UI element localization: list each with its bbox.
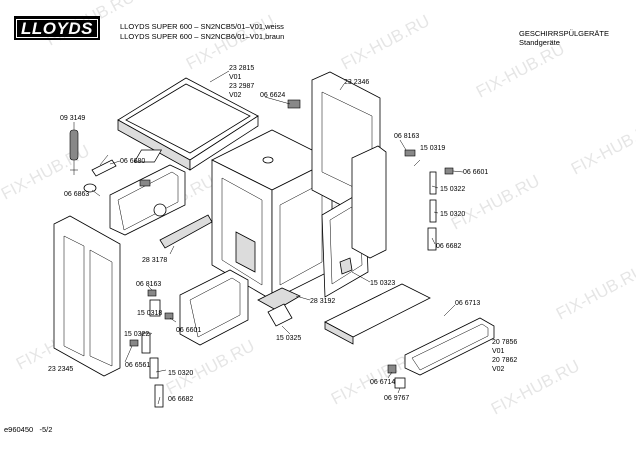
part-number-label: 15 0322 [440,186,465,193]
category-line-1: GESCHIRRSPÜLGERÄTE [519,29,610,38]
variant-label: V01 [492,348,505,355]
watermark: FIX-HUB.RU [473,39,568,101]
part-number-label: 09 3149 [60,115,85,122]
part-number-label: 06 6561 [125,362,150,369]
logo-text: LLOYDS [16,18,98,38]
watermark: FIX-HUB.RU [43,0,138,50]
leader-lines [73,70,464,405]
insulation-strip-part [159,214,213,249]
part-number-label: 15 0325 [276,335,301,342]
base-bracket-left-part [179,269,301,346]
part-number-label: 06 6680 [120,158,145,165]
part-number-label: 06 6863 [64,191,89,198]
watermark: FIX-HUB.RU [568,116,636,178]
part-number-label: 20 7856 [492,339,517,346]
part-number-label: 15 0319 [420,145,445,152]
part-number-label: 28 3192 [310,298,335,305]
side-rail-part [339,145,387,275]
variant-label: V02 [492,366,505,373]
watermark: FIX-HUB.RU [553,261,636,323]
part-number-label: 06 6713 [455,300,480,307]
lloyds-logo: LLOYDS [14,16,100,40]
fittings [129,149,454,408]
model-line-1: LLOYDS SUPER 600 – SN2NCB5/01–V01,weiss [120,22,284,31]
kick-plate-part [404,317,495,376]
part-number-label: 20 7862 [492,357,517,364]
part-number-label: 28 3178 [142,257,167,264]
watermark: FIX-HUB.RU [448,171,543,233]
part-number-label: 15 0322 [124,331,149,338]
worktop-part [117,77,259,171]
part-number-label: 06 6714 [370,379,395,386]
watermark: FIX-HUB.RU [163,336,258,398]
page-indicator: -5/2 [39,425,53,434]
part-number-label: 23 2345 [48,366,73,373]
watermark: FIX-HUB.RU [338,11,433,73]
part-number-label: 06 9767 [384,395,409,402]
part-number-label: 23 2815 [229,65,254,72]
part-number-label: 15 0320 [168,370,193,377]
part-number-label: 06 6682 [168,396,193,403]
part-number-label: 06 6624 [260,92,285,99]
part-number-label: 06 6601 [176,327,201,334]
part-number-label: 23 2987 [229,83,254,90]
main-frame-part [133,129,333,301]
footer: e960450 -5/2 [4,425,52,434]
part-number-label: 15 0320 [440,211,465,218]
left-side-panel-part [53,215,121,377]
part-labels: 23 2815 V01 23 2987 V02 06 6624 23 2346 … [48,65,517,403]
part-number-label: 15 0318 [137,310,162,317]
part-number-label: 23 2346 [344,79,369,86]
control-bracket-part [109,164,186,236]
part-number-label: 15 0323 [370,280,395,287]
part-number-label: 06 6682 [436,243,461,250]
variant-label: V01 [229,74,242,81]
part-number-label: 06 8163 [394,133,419,140]
category-line-2: Standgeräte [519,38,560,47]
part-number-label: 06 6601 [463,169,488,176]
base-rail-part [324,283,431,345]
part-number-label: 06 8163 [136,281,161,288]
drawing-reference: e960450 [4,425,34,434]
model-line-2: LLOYDS SUPER 600 – SN2NCB6/01–V01,braun [120,32,285,41]
variant-label: V02 [229,92,242,99]
